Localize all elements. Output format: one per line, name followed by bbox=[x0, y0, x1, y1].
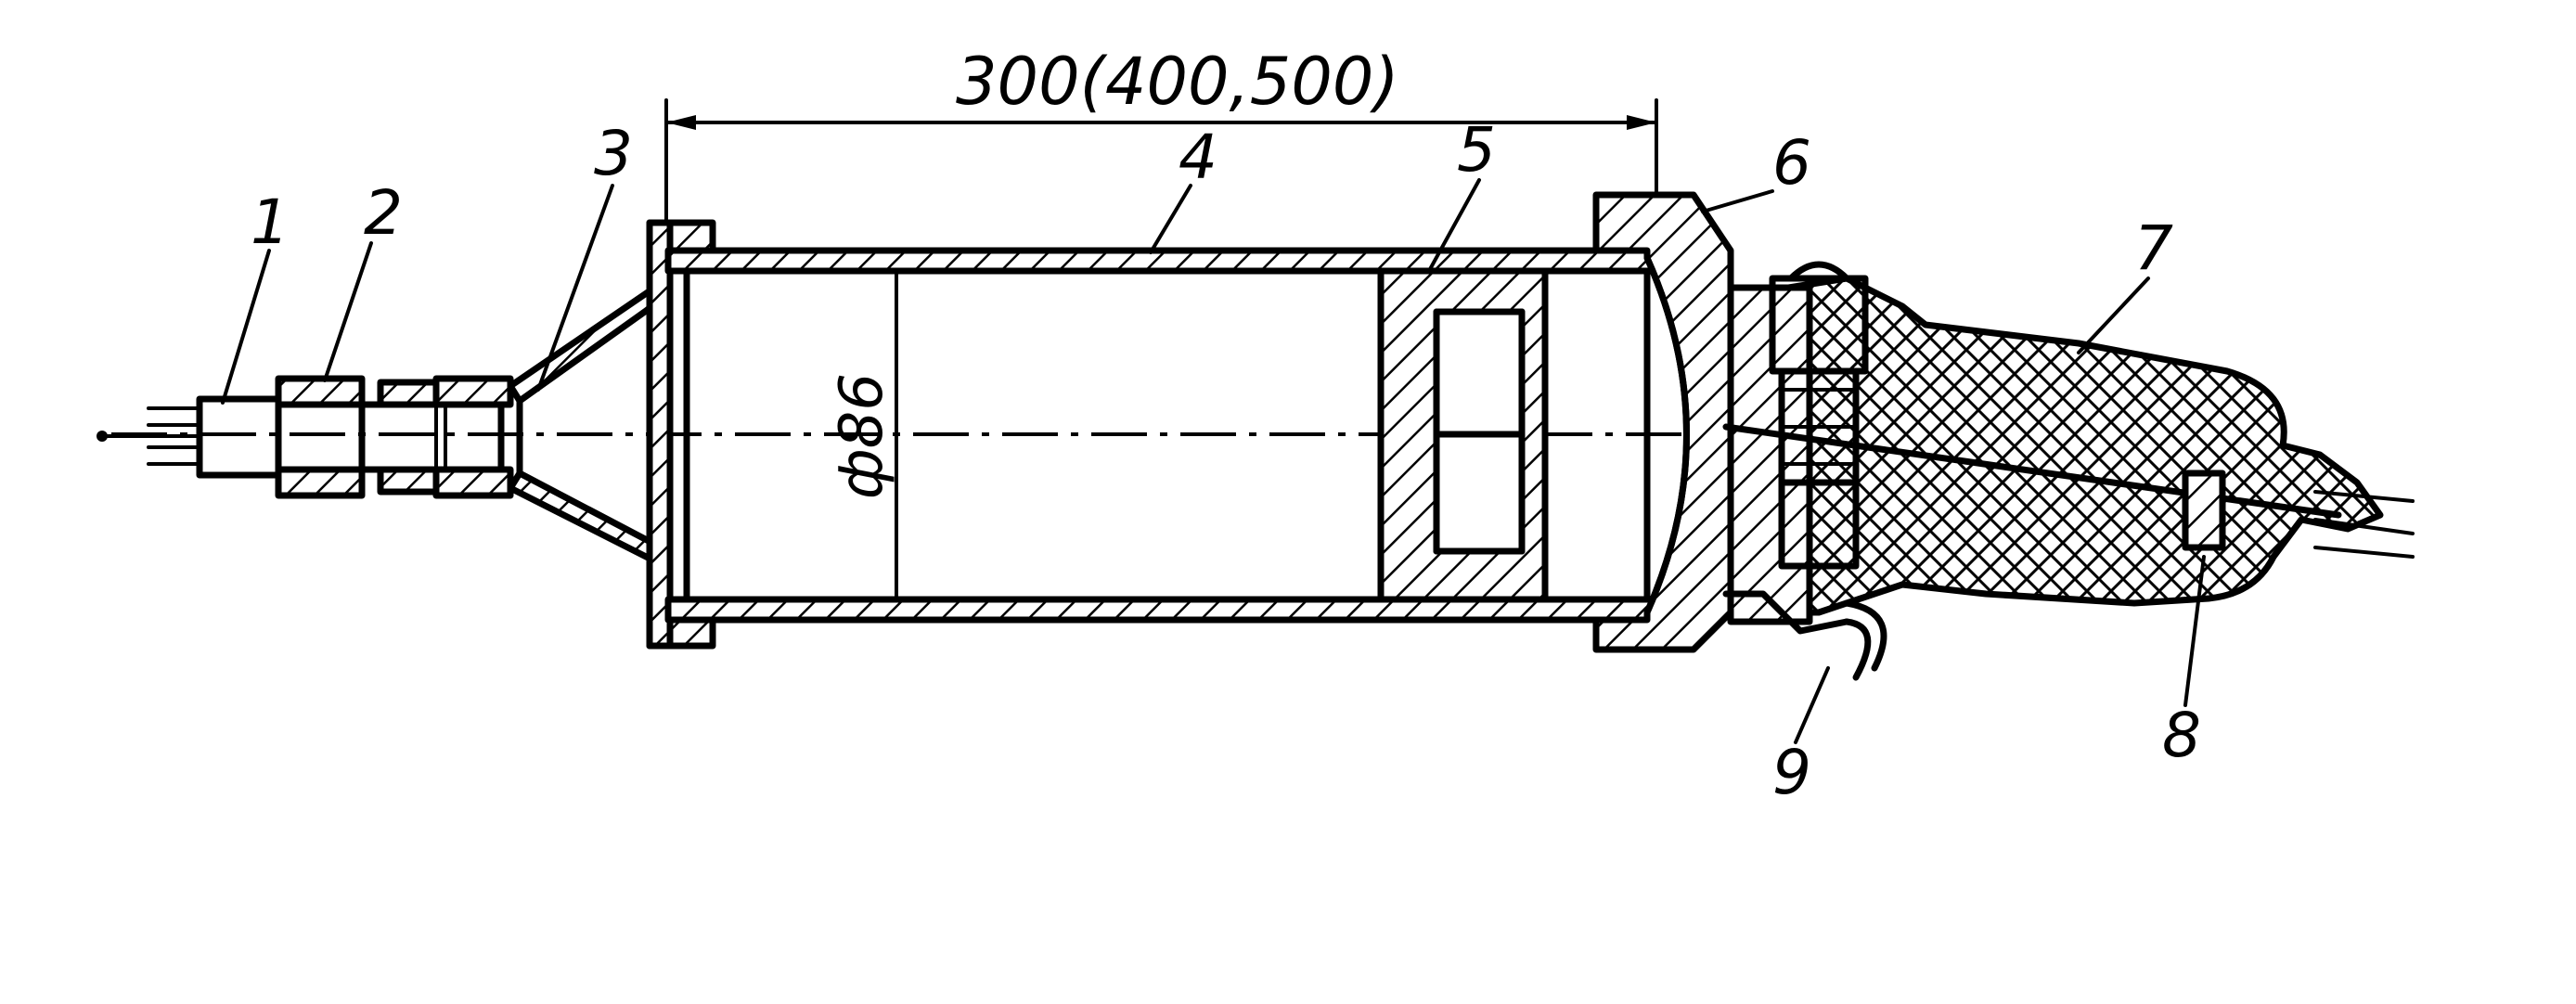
callout-2: 2 bbox=[364, 177, 403, 249]
part-6-end-cover bbox=[1592, 191, 1734, 653]
part-3-cone bbox=[432, 275, 672, 572]
callout-4: 4 bbox=[1179, 122, 1217, 193]
callout-6: 6 bbox=[1772, 127, 1811, 199]
callout-1: 1 bbox=[251, 187, 290, 258]
callout-3: 3 bbox=[594, 118, 633, 189]
length-dimension: 300(400,500) bbox=[664, 44, 1658, 223]
callout-9: 9 bbox=[1772, 737, 1811, 808]
length-dimension-text: 300(400,500) bbox=[956, 44, 1399, 120]
part-1-nozzle bbox=[97, 395, 282, 479]
diameter-text: ф86 bbox=[828, 373, 896, 499]
leader-lines bbox=[221, 178, 2206, 744]
part-8-gland bbox=[2182, 470, 2415, 559]
part-2-adapter bbox=[275, 375, 505, 499]
part-7-handle bbox=[1722, 261, 2384, 625]
part-4-cylinder: ф86 bbox=[646, 219, 1665, 650]
callout-5: 5 bbox=[1457, 114, 1496, 186]
callout-labels: 1 2 3 4 5 6 7 8 9 bbox=[251, 114, 2201, 808]
part-5-piston bbox=[1377, 267, 1651, 603]
part-9-trigger bbox=[1722, 590, 1887, 681]
callout-8: 8 bbox=[2162, 700, 2201, 771]
callout-7: 7 bbox=[2134, 212, 2173, 284]
